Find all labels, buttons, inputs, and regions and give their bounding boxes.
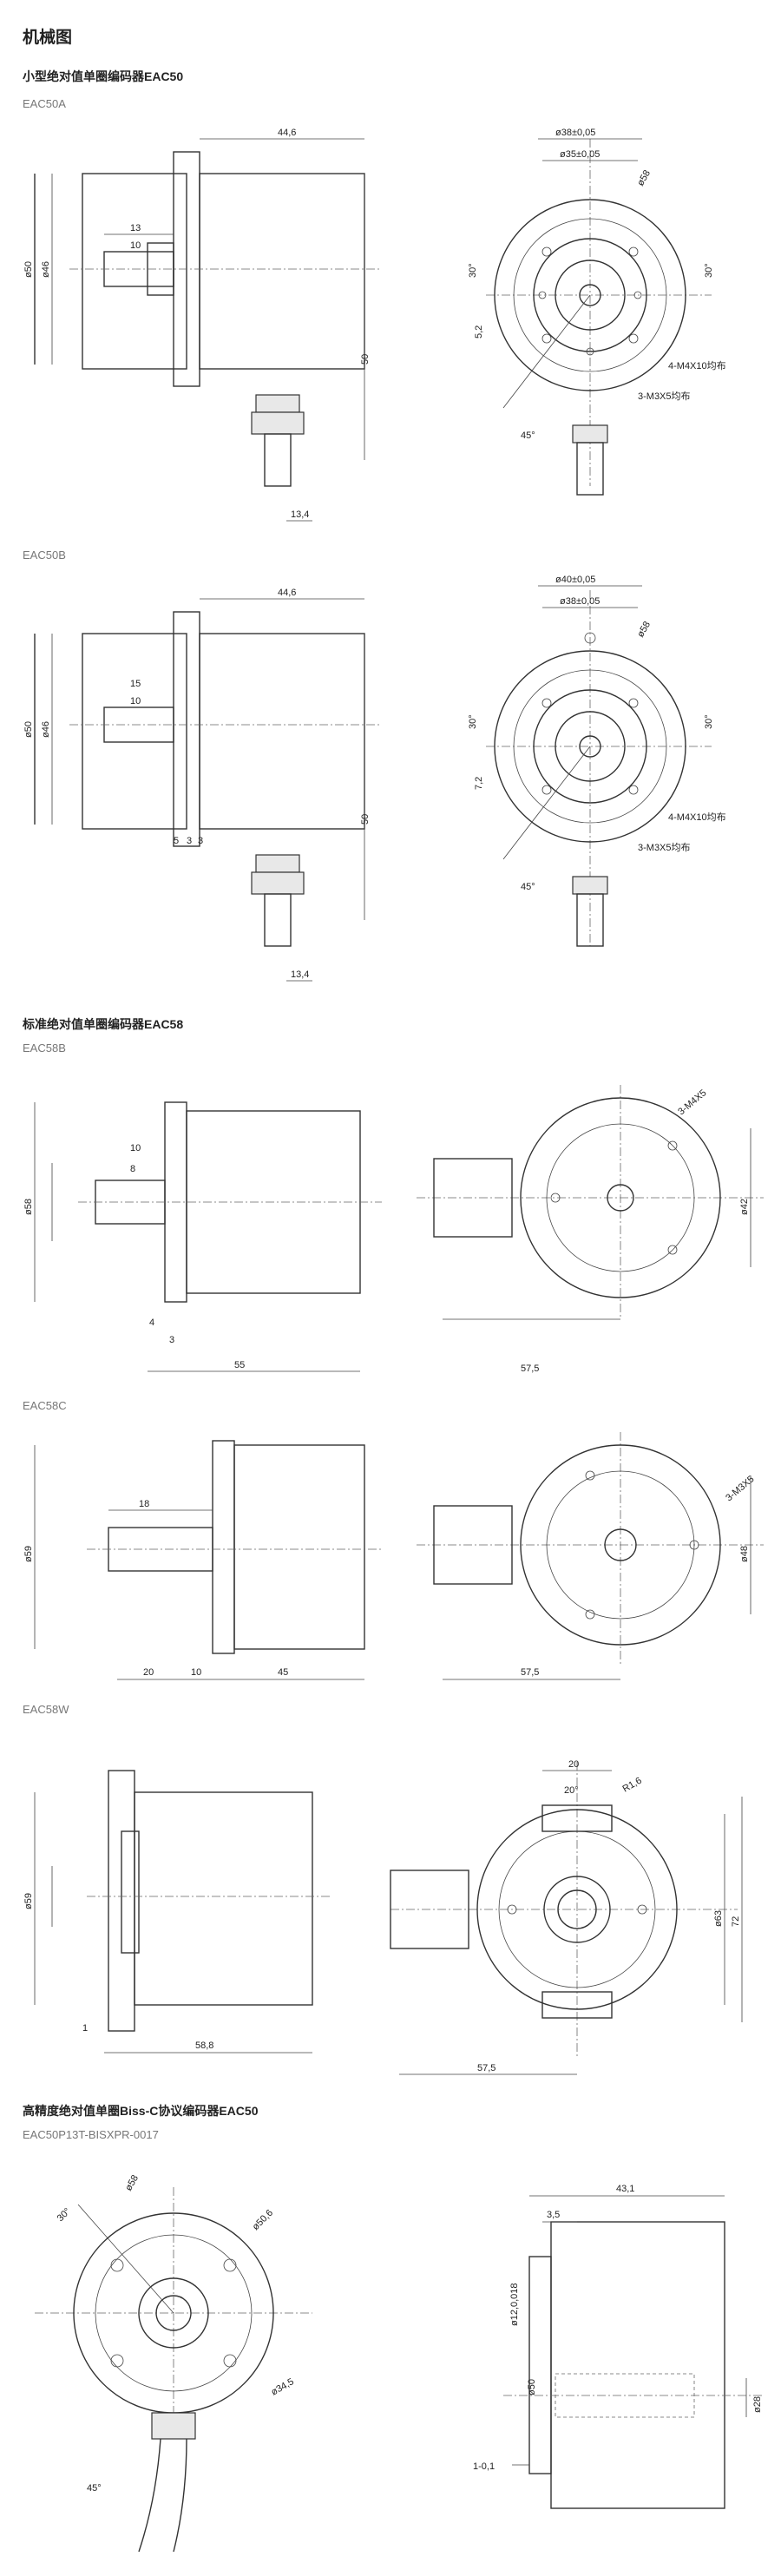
- biss-side-dim-3: ø50: [527, 2379, 537, 2395]
- eac50a-front-dim-2: ø58: [635, 168, 653, 187]
- eac58b-front-dim-0: 57,5: [521, 1364, 539, 1374]
- eac58c-front-view: 57,5 ø48 3-M3X5: [417, 1432, 764, 1680]
- eac50b-front-dim-5: 7,2: [474, 777, 484, 790]
- biss-front-dim-0: 30°: [56, 2206, 73, 2224]
- eac50a-dim-2: 10: [130, 240, 141, 251]
- eac58b-front-dim-2: 3-M4X5: [676, 1088, 708, 1117]
- biss-front-view: 30° ø58 ø50,6 ø34,5 45°: [35, 2173, 312, 2553]
- eac50a-dim-0: 44,6: [278, 128, 296, 138]
- eac50b-note-1: 3-M3X5均布: [638, 842, 691, 853]
- eac50b-note-0: 4-M4X10均布: [668, 812, 726, 823]
- eac50b-front-dim-4: 30°: [704, 714, 714, 729]
- eac50b-front-dim-2: ø58: [635, 620, 653, 639]
- eac58w-dim-2: 58,8: [195, 2040, 213, 2051]
- eac50a-front-dim-1: ø35±0,05: [560, 149, 600, 160]
- eac50a-dim-1: 13: [130, 223, 141, 233]
- eac50b-dim-6: 50: [360, 814, 371, 825]
- eac50a-dim-5: ø50: [23, 261, 34, 278]
- section-title-eac50: 小型绝对值单圈编码器EAC50: [23, 69, 184, 83]
- eac58w-front-view: 20 20° R1,6 ø63 72 57,5: [390, 1759, 743, 2075]
- eac50b-dim-3: 5: [174, 836, 179, 846]
- eac58c-dim-4: 45: [278, 1667, 288, 1678]
- biss-front-dim-4: 45°: [87, 2483, 102, 2494]
- model-label-eac58b: EAC58B: [23, 1042, 66, 1055]
- eac50b-dim-5: 3: [198, 836, 203, 846]
- eac50a-side-view: 44,6 13 10 50 13,4 ø50 ø46: [23, 128, 382, 522]
- page-title: 机械图: [23, 29, 73, 47]
- eac58w-front-dim-5: 57,5: [477, 2063, 496, 2073]
- eac58w-front-dim-4: 72: [731, 1916, 741, 1927]
- model-label-eac50b: EAC50B: [23, 549, 66, 562]
- eac50b-front-dim-1: ø38±0,05: [560, 596, 600, 607]
- eac58w-front-dim-3: ø63: [713, 1910, 724, 1927]
- eac50a-front-dim-4: 30°: [704, 263, 714, 278]
- eac58c-side-view: ø59 18 20 10 45: [23, 1440, 382, 1680]
- eac50b-front-dim-6: 45°: [521, 882, 535, 892]
- eac50b-dim-2: 10: [130, 696, 141, 706]
- eac58w-dim-1: 1: [82, 2023, 88, 2034]
- eac58b-dim-4: 3: [169, 1335, 174, 1345]
- eac58b-dim-2: 8: [130, 1164, 135, 1174]
- eac50b-dim-7: 13,4: [291, 969, 309, 980]
- eac58c-front-dim-0: 57,5: [521, 1667, 539, 1678]
- eac50a-note-0: 4-M4X10均布: [668, 360, 726, 371]
- eac58w-front-dim-0: 20: [568, 1759, 579, 1770]
- eac50b-dim-0: 44,6: [278, 588, 296, 598]
- model-label-eac58c: EAC58C: [23, 1399, 67, 1412]
- eac58b-side-view: ø58 10 8 4 3 55: [23, 1101, 382, 1372]
- eac50b-dim-1: 15: [130, 679, 141, 689]
- eac50a-front-dim-5: 5,2: [474, 325, 484, 338]
- eac50b-dim-4: 3: [187, 836, 192, 846]
- eac58w-front-dim-2: R1,6: [621, 1776, 644, 1795]
- eac58c-dim-0: ø59: [23, 1546, 34, 1562]
- eac58c-dim-2: 20: [143, 1667, 154, 1678]
- eac50a-front-dim-3: 30°: [468, 263, 478, 278]
- section-title-biss: 高精度绝对值单圈Biss-C协议编码器EAC50: [23, 2104, 259, 2118]
- eac58b-dim-1: 10: [130, 1143, 141, 1153]
- biss-side-dim-1: 3,5: [547, 2210, 560, 2220]
- eac58b-dim-5: 55: [234, 1360, 245, 1370]
- eac50b-dim-8: ø50: [23, 721, 34, 738]
- section-title-eac58: 标准绝对值单圈编码器EAC58: [23, 1017, 184, 1031]
- model-label-eac50a: EAC50A: [23, 97, 66, 110]
- eac58b-front-dim-1: ø42: [739, 1199, 750, 1215]
- eac50a-dim-3: 50: [360, 354, 371, 365]
- eac58b-dim-3: 4: [149, 1318, 154, 1328]
- eac50a-note-1: 3-M3X5均布: [638, 391, 691, 402]
- biss-side-dim-2: ø12,0,018: [509, 2283, 520, 2326]
- eac50a-dim-4: 13,4: [291, 509, 309, 520]
- eac50a-front-dim-0: ø38±0,05: [555, 128, 595, 138]
- biss-side-dim-4: ø28: [752, 2396, 763, 2413]
- eac50b-front-view: ø40±0,05 ø38±0,05 ø58 30° 30° 7,2 45° 4-…: [468, 575, 726, 947]
- eac58w-front-dim-1: 20°: [564, 1785, 579, 1796]
- eac58c-front-dim-1: ø48: [739, 1546, 750, 1562]
- eac50b-front-dim-3: 30°: [468, 714, 478, 729]
- eac58c-dim-3: 10: [191, 1667, 201, 1678]
- eac50b-front-dim-0: ø40±0,05: [555, 575, 595, 585]
- biss-side-dim-5: 1-0,1: [473, 2461, 495, 2472]
- biss-front-dim-3: ø34,5: [270, 2376, 296, 2397]
- eac58b-dim-0: ø58: [23, 1199, 34, 1215]
- biss-front-dim-1: ø58: [123, 2173, 141, 2192]
- eac50b-side-view: 44,6 15 10 5 3 3 50 13,4 ø50 ø46: [23, 588, 382, 982]
- eac50a-front-view: ø38±0,05 ø35±0,05 ø58 30° 30° 5,2 45° 4-…: [468, 128, 726, 496]
- eac58b-front-view: 57,5 ø42 3-M4X5: [417, 1085, 764, 1374]
- eac58c-front-dim-2: 3-M3X5: [724, 1474, 756, 1503]
- eac58w-dim-0: ø59: [23, 1893, 34, 1909]
- eac50a-dim-6: ø46: [41, 261, 51, 278]
- eac58c-dim-1: 18: [139, 1499, 149, 1509]
- eac50b-dim-9: ø46: [41, 721, 51, 738]
- model-label-eac58w: EAC58W: [23, 1703, 69, 1716]
- biss-side-view: 43,1 3,5 ø12,0,018 ø50 ø28 1-0,1: [473, 2184, 764, 2509]
- eac50a-front-dim-6: 45°: [521, 430, 535, 441]
- biss-side-dim-0: 43,1: [616, 2184, 634, 2194]
- model-label-biss: EAC50P13T-BISXPR-0017: [23, 2128, 159, 2141]
- biss-front-dim-2: ø50,6: [251, 2208, 275, 2232]
- eac58w-side-view: ø59 1 58,8: [23, 1770, 330, 2054]
